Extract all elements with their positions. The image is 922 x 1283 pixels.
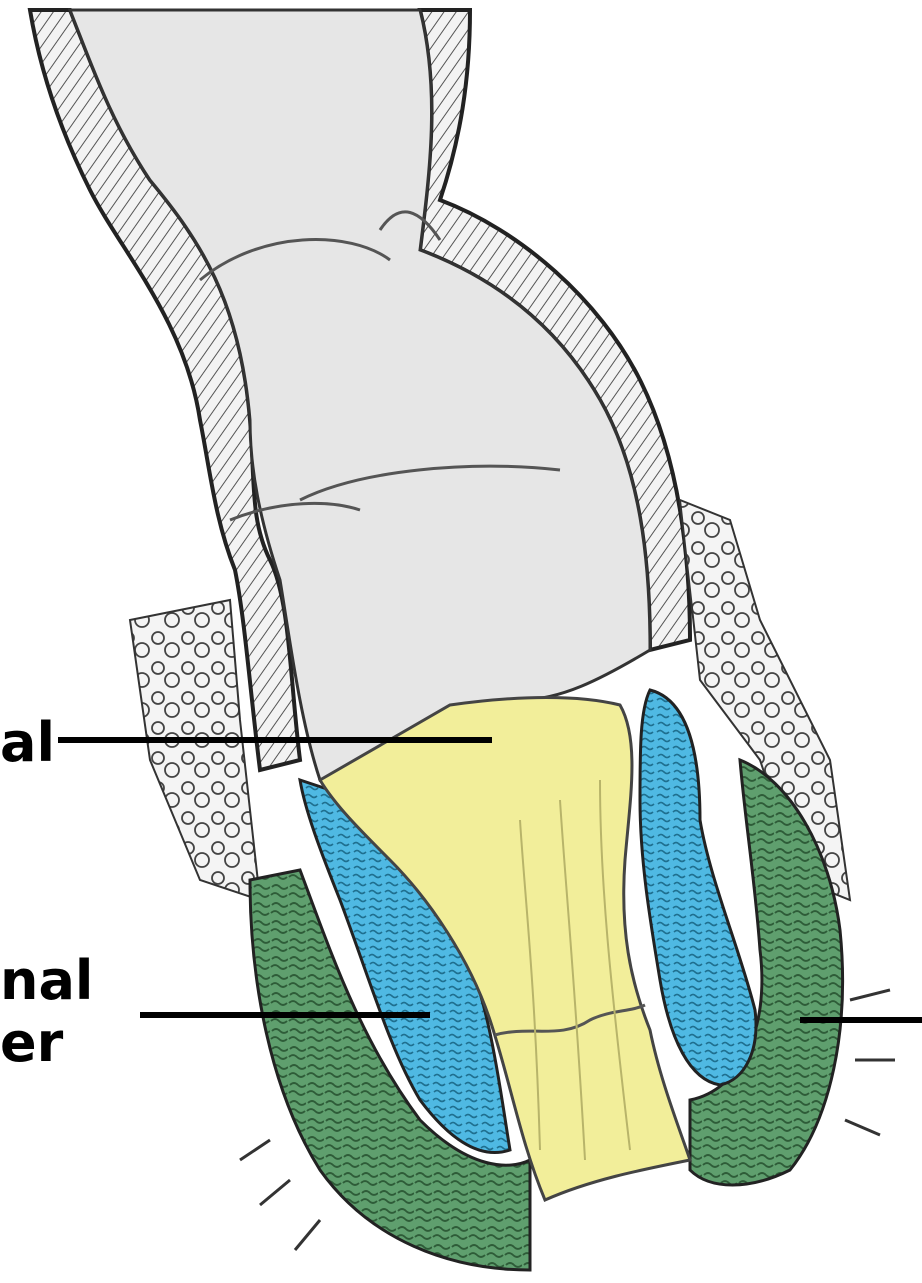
label-internal-sphincter-line1: nal	[0, 950, 93, 1012]
label-anal-canal: al	[0, 712, 55, 774]
perianal-fat-left	[130, 600, 260, 900]
label-internal-sphincter-line2: er	[0, 1012, 63, 1074]
internal-sphincter-right	[640, 690, 756, 1085]
